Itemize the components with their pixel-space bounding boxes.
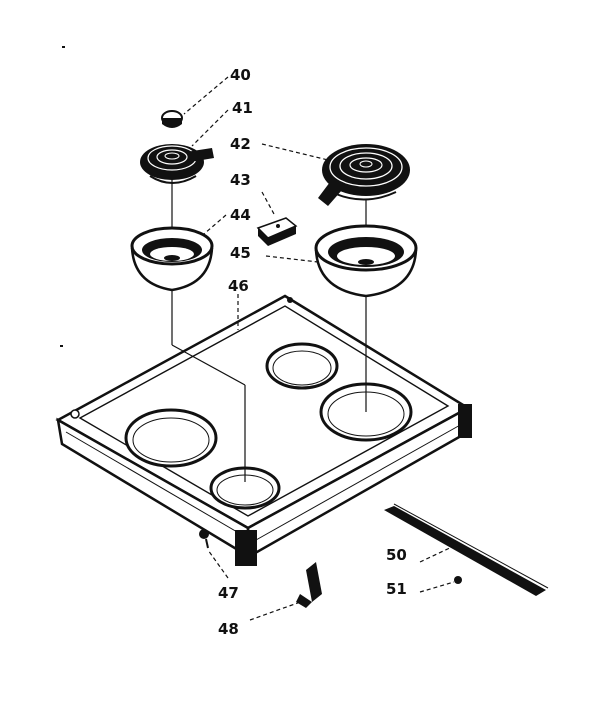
small-surface-element: [140, 144, 214, 184]
label-part-43: 43: [230, 171, 251, 189]
screw-51: [454, 576, 462, 584]
leader-lines: [183, 76, 455, 621]
label-part-41: 41: [232, 99, 253, 117]
trim-strip: [384, 503, 549, 596]
label-part-46: 46: [228, 277, 249, 295]
label-part-47: 47: [218, 584, 239, 602]
large-drip-pan: [314, 224, 418, 298]
label-part-42: 42: [230, 135, 251, 153]
label-part-51: 51: [386, 580, 407, 598]
hinge-bracket: [296, 562, 322, 608]
knob-cap: [161, 110, 183, 128]
scan-specks: [60, 46, 65, 347]
terminal-block: [256, 217, 298, 246]
burner-openings: [124, 342, 413, 510]
large-surface-element: [318, 144, 410, 206]
cooktop-frame: [55, 294, 472, 566]
part-labels: 40 41 42 43 44 45 46 47 48 50 51: [218, 66, 407, 638]
label-part-44: 44: [230, 206, 251, 224]
label-part-45: 45: [230, 244, 251, 262]
label-part-48: 48: [218, 620, 239, 638]
label-part-50: 50: [386, 546, 407, 564]
screw-47: [199, 529, 209, 549]
small-drip-pan: [130, 226, 214, 292]
label-part-40: 40: [230, 66, 251, 84]
